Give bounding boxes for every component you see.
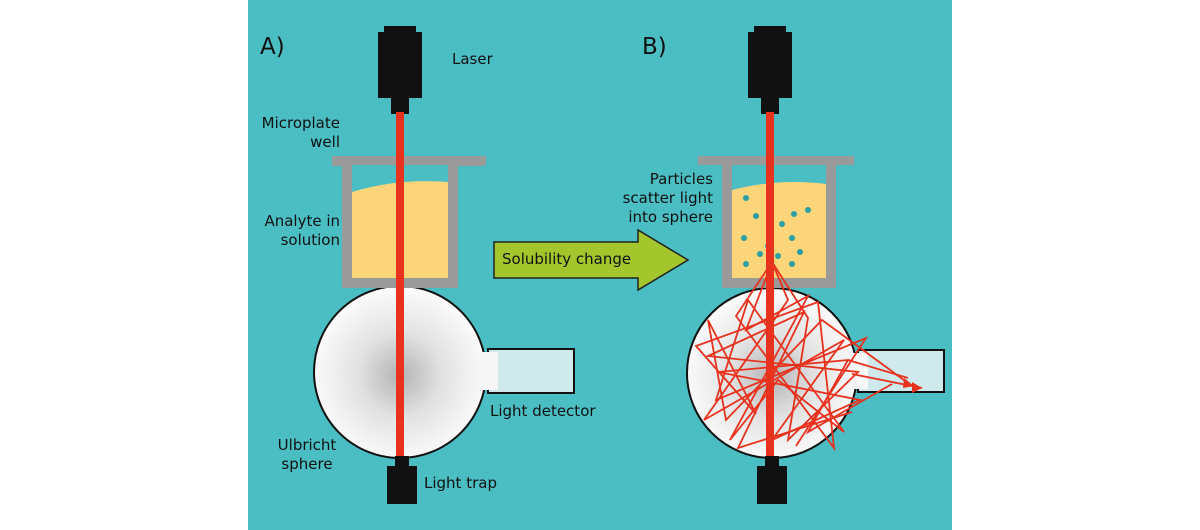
diagram-graphics bbox=[313, 26, 945, 504]
solubility-change-arrow bbox=[493, 228, 690, 292]
panel-label-b: B) bbox=[642, 34, 667, 60]
microplate-well-a bbox=[332, 156, 486, 288]
light-detector-a bbox=[487, 348, 575, 394]
ulbricht-sphere-a bbox=[313, 285, 575, 459]
analyte-label: Analyte in solution bbox=[264, 212, 340, 249]
diagram-canvas: A) B) Laser Microplate well Analyte in s… bbox=[248, 0, 952, 530]
light-detector-label: Light detector bbox=[490, 402, 596, 420]
light-trap-a bbox=[387, 456, 417, 504]
microplate-well-b bbox=[698, 156, 854, 288]
laser-beam-b bbox=[766, 112, 774, 464]
panel-label-a: A) bbox=[260, 34, 285, 60]
ray-arrowheads bbox=[903, 378, 922, 393]
analyte-solution-b bbox=[732, 182, 826, 278]
laser-beam-a bbox=[396, 112, 404, 464]
light-trap-label: Light trap bbox=[424, 474, 497, 492]
laser-source-b bbox=[748, 26, 792, 114]
particles-label: Particles scatter light into sphere bbox=[622, 170, 713, 226]
light-trap-b bbox=[757, 456, 787, 504]
laser-label: Laser bbox=[452, 50, 493, 68]
solubility-change-label: Solubility change bbox=[502, 250, 632, 268]
laser-source-a bbox=[378, 26, 422, 114]
ulbricht-sphere-label: Ulbricht sphere bbox=[277, 436, 337, 473]
microplate-well-label: Microplate well bbox=[261, 114, 340, 151]
